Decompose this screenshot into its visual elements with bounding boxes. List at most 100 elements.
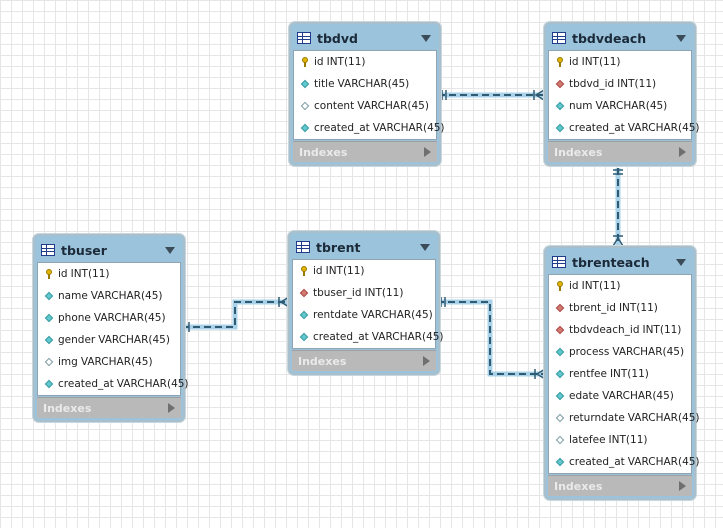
- primary-key-icon: [44, 269, 54, 279]
- column-name: content: [314, 100, 355, 112]
- column-icon: [44, 291, 54, 301]
- link-tbrent-tbrenteach[interactable]: [437, 297, 546, 380]
- collapse-toggle-icon[interactable]: [676, 34, 686, 42]
- collapse-toggle-icon[interactable]: [421, 34, 431, 42]
- column-type: VARCHAR(45): [627, 456, 700, 468]
- table-header[interactable]: tbrent: [292, 235, 436, 259]
- table-name: tbrent: [316, 239, 361, 255]
- link-tbdvdeach-tbrenteach[interactable]: [612, 168, 624, 247]
- expand-indexes-icon[interactable]: [679, 481, 686, 491]
- column-type: VARCHAR(45): [337, 78, 410, 90]
- foreign-key-icon: [555, 79, 565, 89]
- column-name: created_at: [569, 456, 625, 468]
- table-header[interactable]: tbdvdeach: [548, 26, 692, 50]
- indexes-label: Indexes: [554, 479, 603, 493]
- column-icon: [299, 310, 309, 320]
- column-type: INT(11): [326, 56, 366, 68]
- indexes-section[interactable]: Indexes: [293, 141, 437, 162]
- expand-indexes-icon[interactable]: [424, 147, 431, 157]
- column-name: edate: [569, 390, 600, 402]
- column-type: INT(11): [70, 268, 110, 280]
- column-icon: [44, 335, 54, 345]
- collapse-toggle-icon[interactable]: [165, 246, 175, 254]
- column-name: phone: [58, 312, 91, 324]
- column-type: VARCHAR(45): [80, 356, 153, 368]
- table-header[interactable]: tbuser: [37, 238, 181, 262]
- table-icon: [297, 32, 311, 44]
- column-type: VARCHAR(45): [372, 122, 445, 134]
- column-name: img: [58, 356, 78, 368]
- table-header[interactable]: tbdvd: [293, 26, 437, 50]
- indexes-section[interactable]: Indexes: [548, 475, 692, 496]
- column-name: returndate: [569, 412, 625, 424]
- column-icon: [300, 123, 310, 133]
- table-header[interactable]: tbrenteach: [548, 250, 692, 274]
- indexes-section[interactable]: Indexes: [37, 397, 181, 418]
- column-name: id: [314, 56, 324, 68]
- column-icon: [555, 123, 565, 133]
- expand-indexes-icon[interactable]: [679, 147, 686, 157]
- indexes-section[interactable]: Indexes: [292, 350, 436, 371]
- column-name: id: [58, 268, 68, 280]
- expand-indexes-icon[interactable]: [168, 403, 175, 413]
- column-type: VARCHAR(45): [595, 100, 668, 112]
- column-icon: [555, 347, 565, 357]
- collapse-toggle-icon[interactable]: [676, 258, 686, 266]
- column-type: INT(11): [618, 302, 658, 314]
- column-name: latefee: [569, 434, 606, 446]
- expand-indexes-icon[interactable]: [423, 356, 430, 366]
- primary-key-icon: [555, 57, 565, 67]
- column-type: VARCHAR(45): [357, 100, 429, 112]
- indexes-section[interactable]: Indexes: [548, 141, 692, 162]
- primary-key-icon: [300, 57, 310, 67]
- column-icon: [299, 332, 309, 342]
- column-name: created_at: [314, 122, 370, 134]
- link-tbdvd-tbdvdeach[interactable]: [438, 89, 545, 101]
- column-name: tbrent_id: [569, 302, 616, 314]
- foreign-key-icon: [555, 325, 565, 335]
- primary-key-icon: [299, 266, 309, 276]
- link-tbuser-tbrent[interactable]: [182, 296, 290, 332]
- column-type: VARCHAR(45): [602, 390, 674, 402]
- column-name: gender: [58, 334, 96, 346]
- nullable-column-icon: [300, 101, 310, 111]
- column-type: VARCHAR(45): [98, 334, 170, 346]
- column-type: INT(11): [581, 56, 621, 68]
- collapse-toggle-icon[interactable]: [420, 243, 430, 251]
- column-type: INT(11): [581, 280, 621, 292]
